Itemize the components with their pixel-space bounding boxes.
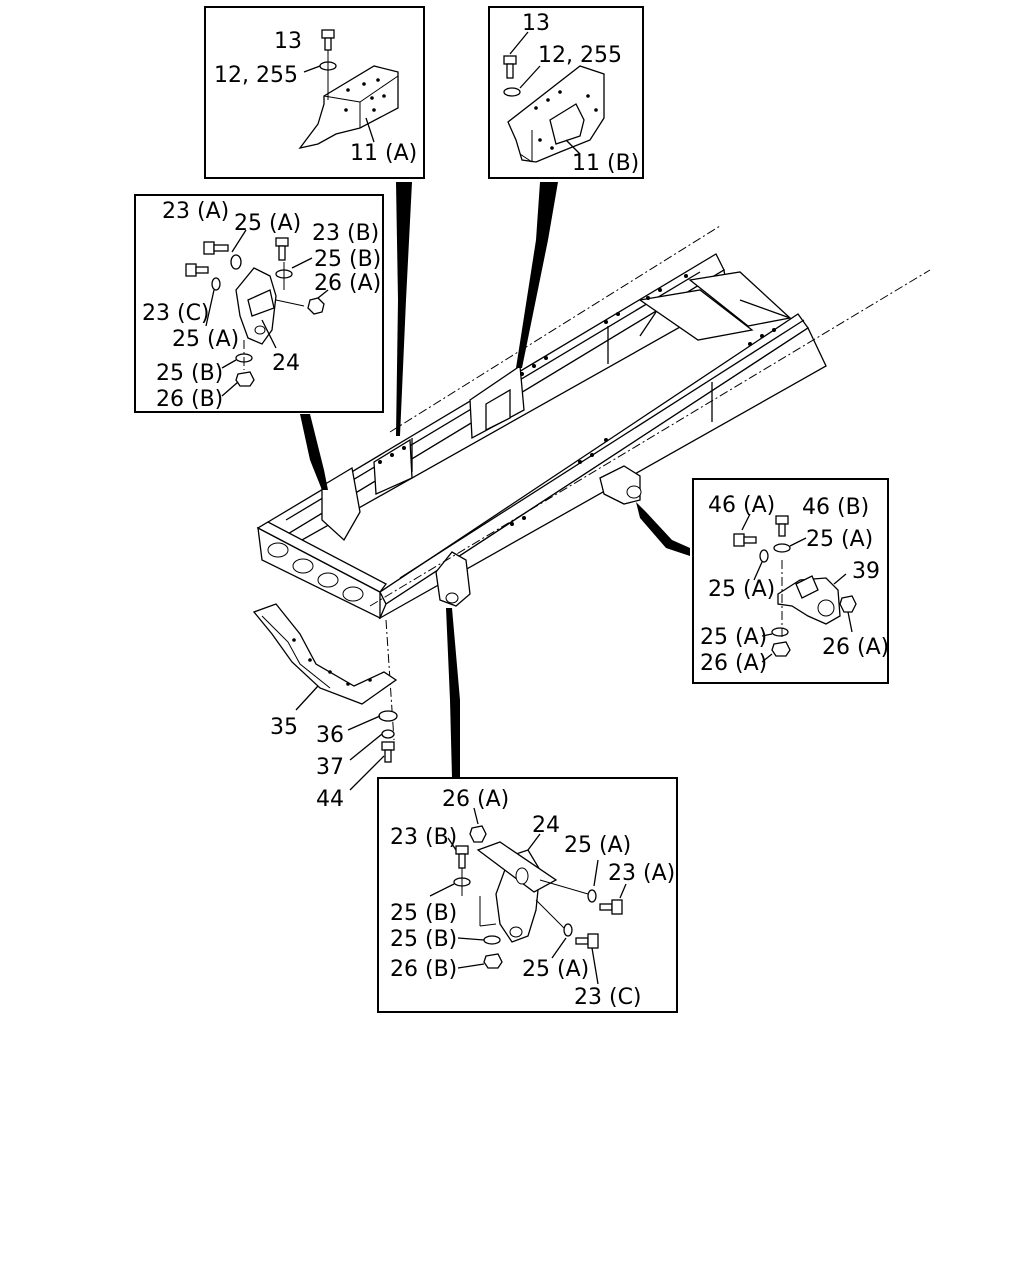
label-25a-c-top: 25 (A) <box>234 211 301 236</box>
chassis-frame <box>256 225 931 741</box>
inset-11b: 13 12, 255 11 (B) <box>488 6 644 179</box>
label-25b-c-top: 25 (B) <box>314 247 381 272</box>
label-26b-e: 26 (B) <box>390 957 457 982</box>
frame-rivets <box>378 274 776 526</box>
label-26a-e: 26 (A) <box>442 787 509 812</box>
label-25b-c-bot: 25 (B) <box>156 361 223 386</box>
label-46a: 46 (A) <box>708 493 775 518</box>
label-25a-c-mid: 25 (A) <box>172 327 239 352</box>
label-23a-c: 23 (A) <box>162 199 229 224</box>
label-25a-d-top: 25 (A) <box>806 527 873 552</box>
label-23b-c: 23 (B) <box>312 221 379 246</box>
label-24-c: 24 <box>272 351 300 376</box>
label-25a-e-top: 25 (A) <box>564 833 631 858</box>
inset-11a: 13 12, 255 11 (A) <box>204 6 425 179</box>
label-26a-d-bot: 26 (A) <box>700 651 767 676</box>
label-25b-e-bot: 25 (B) <box>390 927 457 952</box>
label-26a-c: 26 (A) <box>314 271 381 296</box>
main-callouts: 35 36 37 44 <box>270 715 344 812</box>
label-23c-e: 23 (C) <box>574 985 642 1010</box>
label-44: 44 <box>316 787 344 812</box>
label-12-255-b: 12, 255 <box>538 43 622 68</box>
label-13-b: 13 <box>522 11 550 36</box>
label-39: 39 <box>852 559 880 584</box>
label-12-255-a: 12, 255 <box>214 63 298 88</box>
inset-hanger-front: 26 (A) 24 23 (B) 25 (A) 23 (A) 25 (B) 25… <box>377 777 678 1013</box>
label-46b: 46 (B) <box>802 495 869 520</box>
label-25b-e-top: 25 (B) <box>390 901 457 926</box>
label-11a: 11 (A) <box>350 141 417 166</box>
label-23c-c: 23 (C) <box>142 301 210 326</box>
label-23b-e: 23 (B) <box>390 825 457 850</box>
label-26b-c: 26 (B) <box>156 387 223 412</box>
label-25a-d-bot: 25 (A) <box>700 625 767 650</box>
label-35: 35 <box>270 715 298 740</box>
crossmember-35 <box>252 603 398 791</box>
inset-hanger-39: 46 (A) 46 (B) 25 (A) 25 (A) 39 25 (A) 26… <box>692 478 889 684</box>
label-25a-e-bot: 25 (A) <box>522 957 589 982</box>
label-37: 37 <box>316 755 344 780</box>
label-25a-d-mid: 25 (A) <box>708 577 775 602</box>
label-36: 36 <box>316 723 344 748</box>
inset-hanger-left: 23 (A) 25 (A) 23 (B) 25 (B) 26 (A) 23 (C… <box>134 194 384 413</box>
label-24-e: 24 <box>532 813 560 838</box>
inset-leaders <box>300 182 690 778</box>
label-13-a: 13 <box>274 29 302 54</box>
label-11b: 11 (B) <box>572 151 639 176</box>
label-26a-d-right: 26 (A) <box>822 635 889 660</box>
label-23a-e: 23 (A) <box>608 861 675 886</box>
